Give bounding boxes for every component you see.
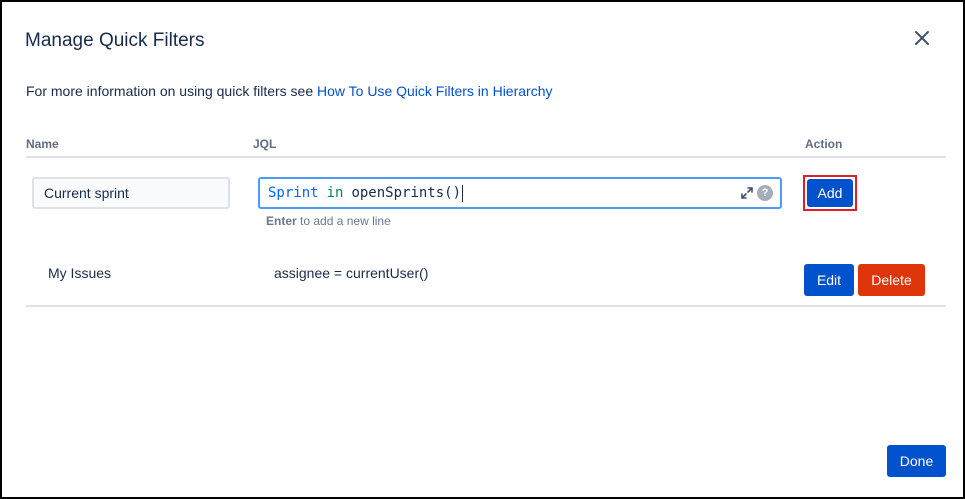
close-icon <box>915 31 929 45</box>
done-button[interactable]: Done <box>887 445 946 477</box>
delete-button[interactable]: Delete <box>858 264 925 296</box>
hint-key: Enter <box>266 214 297 228</box>
add-button-highlight: Add <box>803 175 857 211</box>
column-header-jql: JQL <box>253 137 277 151</box>
table-bottom-divider <box>26 305 946 307</box>
column-header-action: Action <box>805 137 843 151</box>
header-divider <box>26 156 946 158</box>
dialog-title: Manage Quick Filters <box>25 30 205 51</box>
text-caret <box>462 184 464 202</box>
info-text-prefix: For more information on using quick filt… <box>26 83 318 99</box>
filter-row-jql: assignee = currentUser() <box>274 265 429 281</box>
jql-field-token: Sprint <box>268 185 319 201</box>
help-icon[interactable]: ? <box>757 185 773 201</box>
filter-row-name: My Issues <box>48 265 112 281</box>
edit-button[interactable]: Edit <box>804 264 854 296</box>
jql-hint: Enter to add a new line <box>266 214 391 228</box>
hint-text: to add a new line <box>296 214 391 228</box>
jql-input[interactable]: Sprint in openSprints() ? <box>258 177 782 209</box>
info-text: For more information on using quick filt… <box>26 83 553 99</box>
close-button[interactable] <box>908 24 936 52</box>
help-link[interactable]: How To Use Quick Filters in Hierarchy <box>317 83 553 99</box>
expand-icon[interactable] <box>740 186 754 200</box>
column-header-name: Name <box>26 137 59 151</box>
filter-name-input[interactable]: Current sprint <box>32 177 230 209</box>
jql-operator-token: in <box>326 185 344 201</box>
add-button[interactable]: Add <box>807 179 853 207</box>
jql-function-token: openSprints() <box>351 185 462 201</box>
